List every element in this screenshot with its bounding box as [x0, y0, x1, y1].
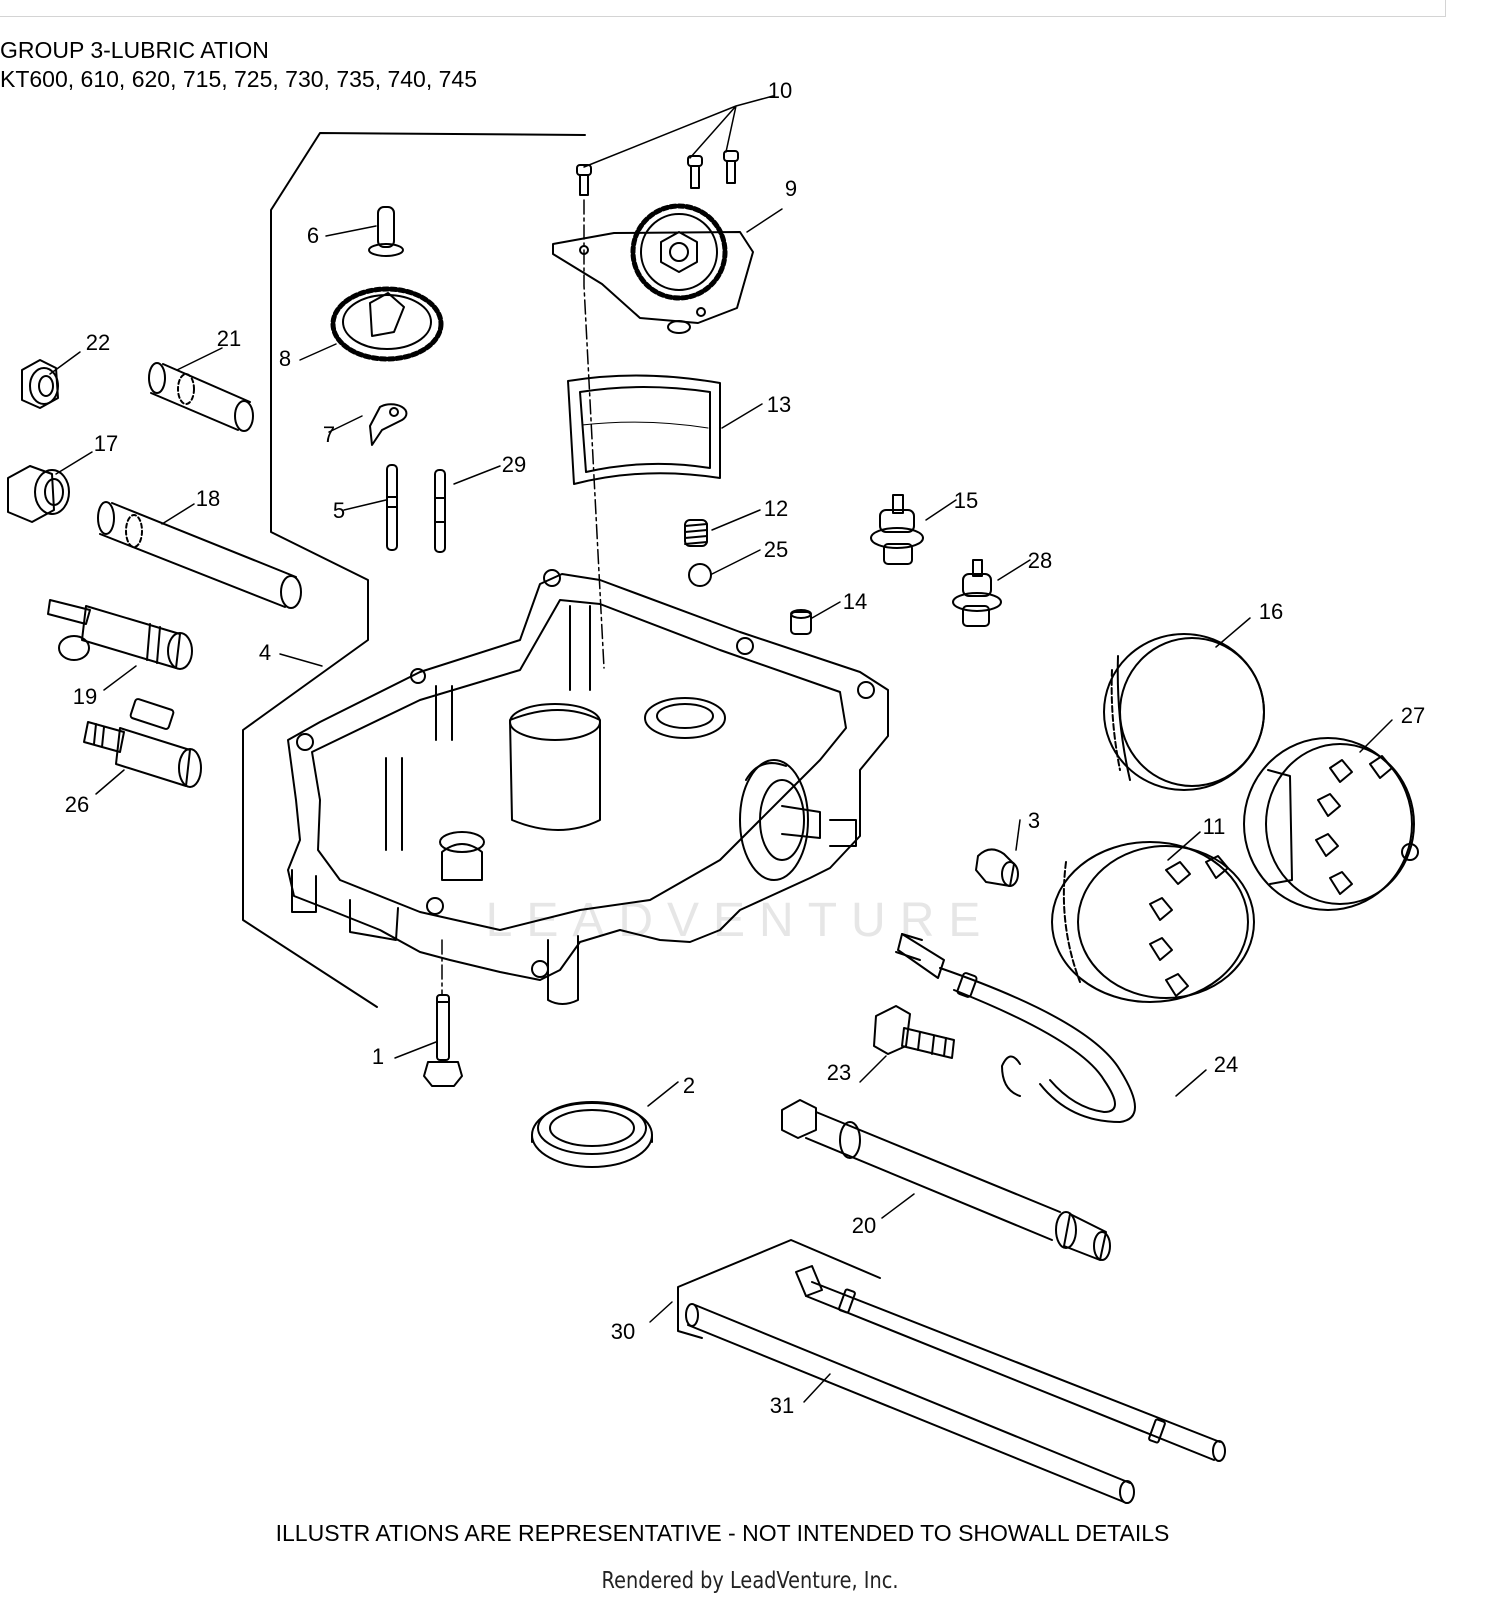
callout-7: 7 [323, 422, 335, 447]
oil-filter-part-27 [1243, 737, 1419, 911]
callout-labels: 1 2 3 4 5 6 7 8 9 10 11 12 13 14 15 16 1… [65, 78, 1425, 1418]
barb-fitting-part-23 [873, 1005, 955, 1059]
hose-part-24 [895, 933, 1136, 1123]
dipstick-tube-part-20 [781, 1099, 1111, 1261]
callout-6: 6 [307, 223, 319, 248]
dowel-pin-part-29 [434, 469, 446, 553]
oil-pan-casting [287, 569, 889, 1005]
oil-filter-part-11 [1051, 841, 1255, 1003]
nut-part-17 [7, 465, 70, 523]
callout-26: 26 [65, 792, 89, 817]
disclaimer-text: ILLUSTR ATIONS ARE REPRESENTATIVE - NOT … [275, 1520, 1170, 1546]
callout-31: 31 [770, 1393, 794, 1418]
callout-22: 22 [86, 330, 110, 355]
callout-5: 5 [333, 498, 345, 523]
gear-part-8 [330, 286, 444, 362]
nut-part-22 [21, 359, 59, 409]
callout-28: 28 [1028, 548, 1052, 573]
dipstick-part-31 [795, 1265, 1226, 1462]
tube-part-18 [97, 501, 302, 609]
callout-21: 21 [217, 326, 241, 351]
ball-part-25 [688, 563, 712, 587]
screw-part-10 [576, 150, 739, 196]
callout-15: 15 [954, 488, 978, 513]
group-bracket-30 [677, 1239, 881, 1339]
callout-10: 10 [768, 78, 792, 103]
diagram-title: GROUP 3-LUBRIC ATION KT600, 610, 620, 71… [0, 36, 477, 94]
callout-20: 20 [852, 1213, 876, 1238]
callout-18: 18 [196, 486, 220, 511]
tube-part-30 [685, 1303, 1135, 1504]
callout-23: 23 [827, 1060, 851, 1085]
callout-14: 14 [843, 589, 867, 614]
alignment-line-10 [583, 199, 605, 669]
callout-17: 17 [94, 431, 118, 456]
callout-3: 3 [1028, 808, 1040, 833]
adapter-part-3 [975, 848, 1019, 887]
callout-11: 11 [1203, 814, 1226, 839]
oil-sensor-part-28 [952, 559, 1002, 627]
drain-valve-part-26 [83, 698, 202, 788]
callout-19: 19 [73, 684, 97, 709]
callout-12: 12 [764, 496, 788, 521]
callout-29: 29 [502, 452, 526, 477]
callout-27: 27 [1401, 703, 1425, 728]
spring-part-12 [684, 519, 708, 547]
leader-lines [49, 95, 1393, 1403]
frame-edge [0, 0, 1446, 17]
pin-part-6 [368, 206, 404, 257]
tube-part-21 [148, 362, 254, 432]
callout-9: 9 [785, 176, 797, 201]
callout-2: 2 [683, 1073, 695, 1098]
watermark: LEADVENTURE [486, 894, 995, 947]
dowel-pin-part-5 [386, 464, 398, 551]
bolt-part-1 [423, 994, 463, 1087]
callout-16: 16 [1259, 599, 1283, 624]
tee-fitting-part-19 [47, 599, 193, 670]
clip-part-7 [369, 403, 408, 446]
callout-24: 24 [1214, 1052, 1238, 1077]
group-title: GROUP 3-LUBRIC ATION [0, 37, 269, 63]
plug-part-14 [790, 609, 812, 635]
callout-25: 25 [764, 537, 788, 562]
oil-seal-part-2 [531, 1101, 653, 1168]
callout-13: 13 [767, 392, 791, 417]
group-bracket-4 [242, 132, 586, 1008]
callout-1: 1 [372, 1044, 384, 1069]
callout-8: 8 [279, 346, 291, 371]
callout-30: 30 [611, 1319, 635, 1344]
screen-part-13 [567, 374, 721, 485]
oil-filter-part-16 [1103, 633, 1265, 791]
model-list: KT600, 610, 620, 715, 725, 730, 735, 740… [0, 66, 478, 92]
oil-pump-part-9 [552, 203, 754, 334]
rendered-by-credit: Rendered by LeadVenture, Inc. [601, 1568, 899, 1594]
callout-4: 4 [259, 640, 271, 665]
pressure-switch-part-15 [870, 494, 924, 565]
